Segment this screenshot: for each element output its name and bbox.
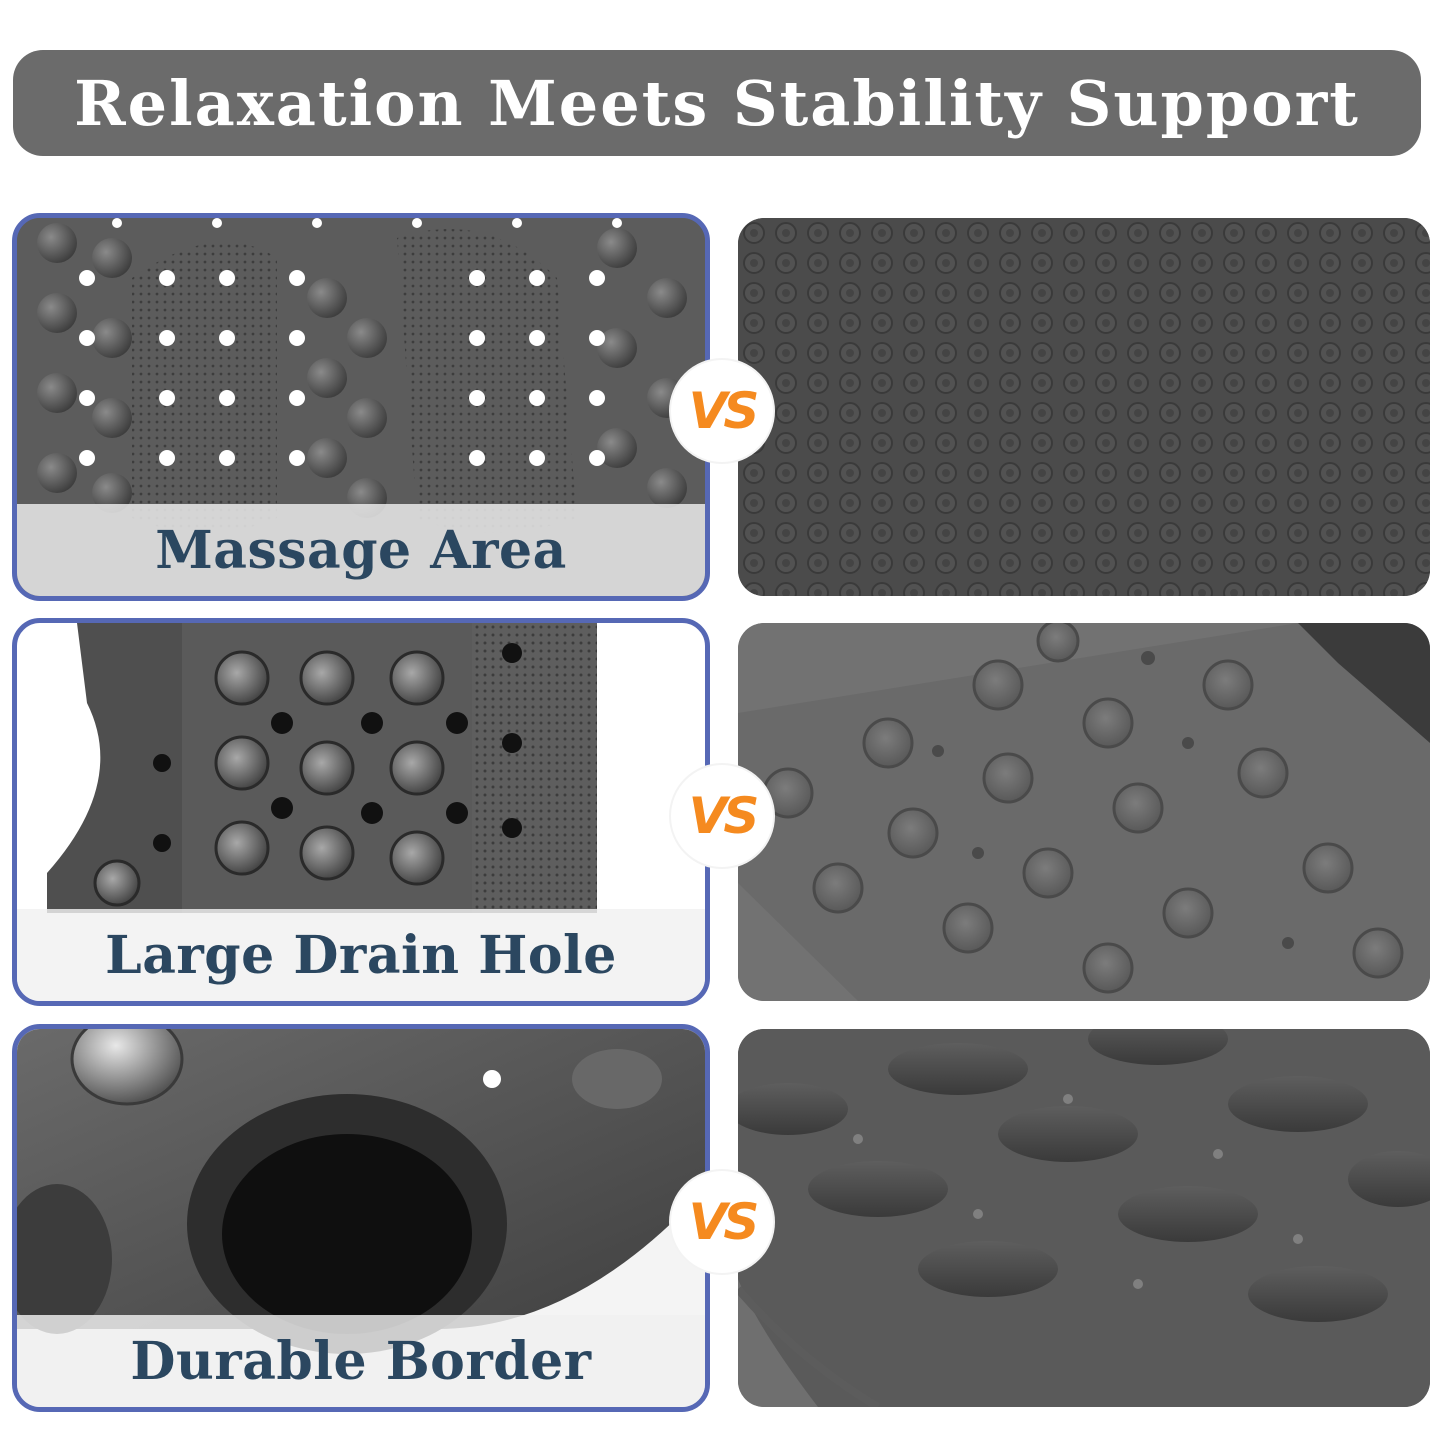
competitor-mat-photo-3 — [738, 1029, 1430, 1407]
feature-label-drain: Large Drain Hole — [105, 924, 617, 986]
vs-text: VS — [688, 382, 760, 440]
plain-mat-illustration — [738, 623, 1430, 1001]
page-title: Relaxation Meets Stability Support — [74, 66, 1360, 140]
label-band: Large Drain Hole — [17, 909, 705, 1001]
plain-mat-illustration — [738, 218, 1430, 596]
label-band: Massage Area — [17, 504, 705, 596]
featured-mat-photo-border: Durable Border — [12, 1024, 710, 1412]
vs-text: VS — [688, 1193, 760, 1251]
durable-border-illustration — [17, 1029, 705, 1354]
label-band: Durable Border — [17, 1315, 705, 1407]
title-banner: Relaxation Meets Stability Support — [13, 50, 1421, 156]
vs-badge: VS — [671, 1171, 773, 1273]
competitor-mat-photo-1 — [738, 218, 1430, 596]
competitor-mat-photo-2 — [738, 623, 1430, 1001]
vs-text: VS — [688, 787, 760, 845]
comparison-row-drain: Large Drain Hole — [0, 618, 1445, 1006]
feature-label-border: Durable Border — [130, 1330, 592, 1392]
featured-mat-photo-drain: Large Drain Hole — [12, 618, 710, 1006]
comparison-row-border: Durable Border — [0, 1024, 1445, 1412]
feature-label-massage: Massage Area — [155, 519, 567, 581]
vs-badge: VS — [671, 360, 773, 462]
plain-mat-illustration — [738, 1029, 1430, 1407]
vs-badge: VS — [671, 765, 773, 867]
featured-mat-photo-massage: Massage Area — [12, 213, 710, 601]
comparison-row-massage: Massage Area VS — [0, 213, 1445, 601]
drain-hole-illustration — [47, 623, 597, 913]
